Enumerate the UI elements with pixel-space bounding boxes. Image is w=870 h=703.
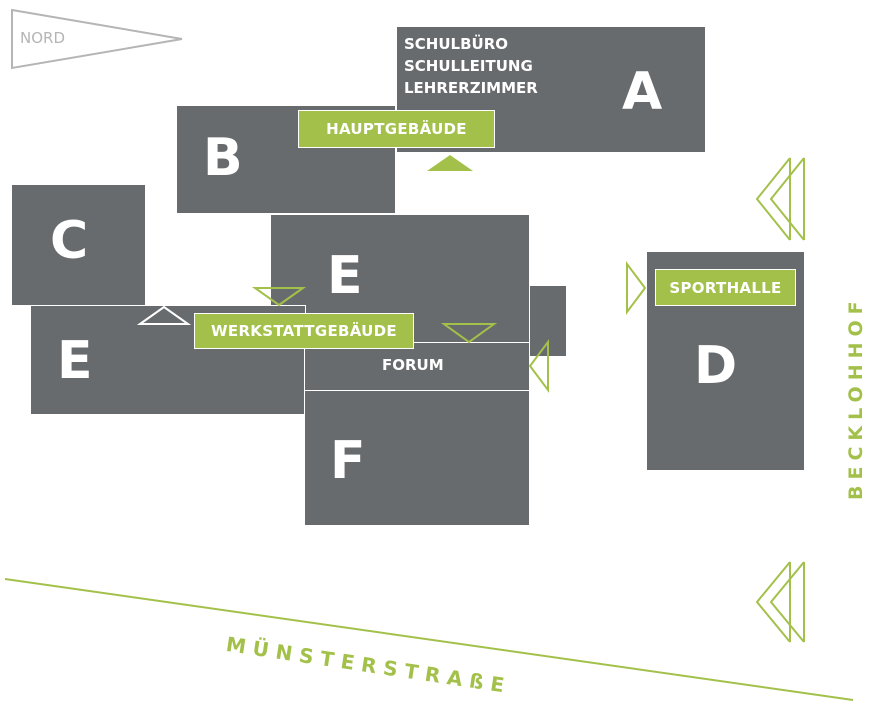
entrance-sporthalle-icon (626, 261, 647, 315)
werkstattgebaeude-tag[interactable]: WERKSTATTGEBÄUDE (194, 313, 414, 349)
becklohhof-entry-lower-icon (755, 561, 805, 643)
forum-label: FORUM (382, 356, 444, 374)
entrance-e-top-icon (251, 287, 307, 307)
muensterstrasse-line (4, 578, 854, 701)
building-f-letter: F (330, 431, 366, 491)
building-a-letter: A (622, 62, 663, 122)
building-e-lower-letter: E (57, 331, 93, 391)
building-c-letter: C (50, 211, 89, 271)
building-c[interactable] (12, 185, 145, 305)
sporthalle-tag[interactable]: SPORTHALLE (655, 269, 796, 306)
entrance-werkstatt-icon (136, 305, 192, 325)
hauptgebaeude-tag[interactable]: HAUPTGEBÄUDE (298, 110, 495, 148)
entrance-forum-icon (440, 323, 498, 344)
building-a-line-2: SCHULLEITUNG (404, 57, 533, 75)
building-d-letter: D (694, 336, 738, 396)
becklohhof-entry-upper-icon (755, 157, 805, 241)
entrance-forum-side-icon (528, 339, 549, 393)
building-e-upper-letter: E (327, 246, 363, 306)
building-b-letter: B (203, 128, 243, 188)
building-a-functions: SCHULBÜRO SCHULLEITUNG LEHRERZIMMER (404, 33, 538, 99)
building-f[interactable] (304, 390, 530, 526)
north-label: NORD (20, 29, 65, 47)
street-becklohhof: BECKLOHHOF (845, 295, 867, 500)
building-a-line-1: SCHULBÜRO (404, 35, 509, 53)
entrance-hauptgebaeude-icon (427, 155, 473, 171)
building-a-line-3: LEHRERZIMMER (404, 79, 538, 97)
north-arrow-icon (11, 8, 183, 70)
